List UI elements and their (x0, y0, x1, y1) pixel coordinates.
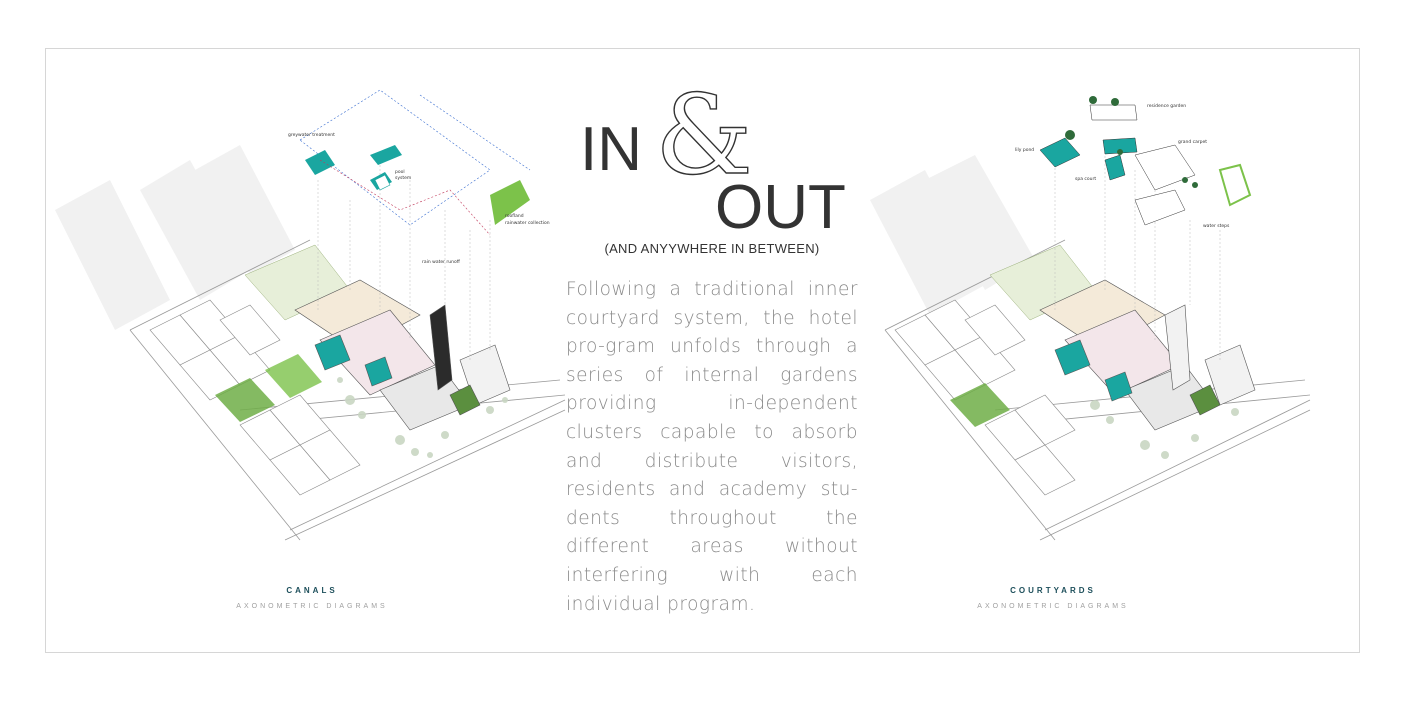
page-frame (45, 48, 1360, 653)
annotation-water: water steps (1203, 223, 1230, 229)
headline-subtitle: (AND ANYYWHERE IN BETWEEN) (604, 241, 820, 256)
annotation-lily: lily pond (1015, 147, 1034, 153)
annotation-rooftop-1: roofland (505, 213, 524, 219)
headline-in: IN (580, 115, 642, 184)
description-paragraph: Following a traditional inner courtyard … (566, 279, 858, 615)
annotation-grand: grand carpet (1178, 139, 1207, 145)
annotation-pool-1: pool (395, 169, 405, 175)
headline-out: OUT (715, 173, 846, 235)
canals-axonometric-diagram: greywater treatment pool system roofland… (55, 89, 566, 541)
annotation-greywater: greywater treatment (288, 132, 335, 138)
annotation-rooftop-2: rainwater collection (505, 220, 550, 226)
courtyards-caption: COURTYARDS AXONOMETRIC DIAGRAMS (903, 586, 1203, 610)
courtyards-axonometric-diagram: residence garden lily pond grand carpet … (870, 96, 1311, 541)
headline-graphic: IN & OUT (580, 70, 846, 235)
courtyards-subtitle: AXONOMETRIC DIAGRAMS (977, 603, 1129, 610)
annotation-pool-2: system (395, 175, 411, 181)
canals-subtitle: AXONOMETRIC DIAGRAMS (236, 603, 388, 610)
annotation-spa: spa court (1075, 176, 1096, 182)
annotation-residence: residence garden (1147, 103, 1186, 109)
annotation-runoff: rain water runoff (422, 259, 461, 265)
canals-title: CANALS (286, 586, 338, 595)
headline-ampersand: & (655, 71, 753, 199)
courtyards-title: COURTYARDS (1010, 586, 1096, 595)
canals-caption: CANALS AXONOMETRIC DIAGRAMS (162, 586, 462, 610)
